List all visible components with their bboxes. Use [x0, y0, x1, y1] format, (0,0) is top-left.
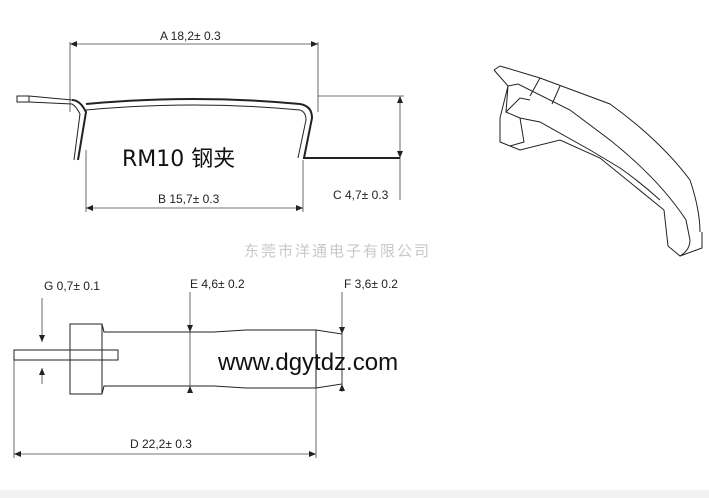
iso-body-lower	[519, 117, 661, 201]
dim-g-arrows	[39, 335, 45, 375]
bottom-strip	[0, 490, 709, 498]
clip-tail-end	[16, 95, 30, 103]
dim-e-label: E 4,6± 0.2	[190, 277, 245, 291]
dim-d-label: D 22,2± 0.3	[130, 437, 192, 451]
clip-tail-bottom	[28, 101, 73, 105]
clip-left-leg	[71, 99, 88, 161]
clip-left-leg-inner	[71, 103, 81, 161]
dim-a-label: A 18,2± 0.3	[160, 29, 221, 43]
clip-arch-top	[85, 98, 301, 105]
clip-tail-top	[28, 95, 73, 101]
dim-c-arrows	[397, 96, 403, 158]
iso-detail-lines	[529, 77, 561, 105]
isometric-view	[493, 65, 703, 257]
website-url: www.dgytdz.com	[217, 349, 398, 376]
dim-b-label: B 15,7± 0.3	[158, 192, 220, 206]
top-view: G 0,7± 0.1 E 4,6± 0.2 F 3,6± 0.2 D 22,2±…	[13, 277, 398, 458]
iso-foot-curve	[679, 239, 691, 257]
iso-outline-mid	[493, 69, 691, 241]
iso-foot	[663, 209, 703, 257]
iso-body-bottom	[509, 139, 665, 211]
dim-f-label: F 3,6± 0.2	[344, 277, 398, 291]
iso-tab-edge	[505, 97, 531, 113]
part-title: RM10 钢夹	[122, 147, 235, 172]
company-watermark: 东莞市洋通电子有限公司	[244, 242, 431, 260]
clip-right-leg-inner	[297, 109, 307, 159]
iso-tab-upper	[499, 85, 525, 147]
iso-outline-top	[493, 65, 701, 233]
clip-right-leg	[299, 103, 400, 159]
side-view: A 18,2± 0.3 B 15,7± 0.3 C 4,7± 0.3 RM10 …	[16, 29, 404, 212]
dim-g-label: G 0,7± 0.1	[44, 279, 100, 293]
dim-c-label: C 4,7± 0.3	[333, 188, 389, 202]
clip-arch-bottom	[85, 104, 301, 111]
top-tail-strip	[13, 349, 119, 361]
